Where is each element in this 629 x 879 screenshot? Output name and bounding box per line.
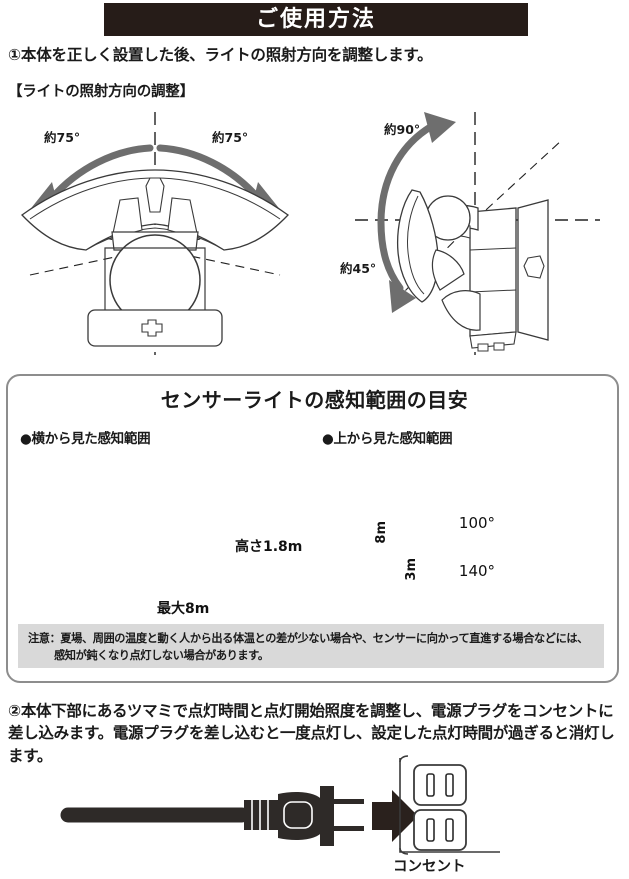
top-view-outer-angle-label: 100° [458,514,496,532]
outlet-label: コンセント [393,859,466,875]
caution-line-2: 感知が鈍くなり点灯しない場合があります。 [54,649,269,663]
angle-label-left-75: 約75° [44,130,81,145]
vertical-tilt-diagram [355,112,600,355]
top-view-inner-angle-label: 140° [458,562,496,580]
side-view-distance-label: 最大8m [157,601,210,617]
caution-line-1: 注意：夏場、周囲の温度と動く人から出る体温との差が少ない場合や、センサーに向かっ… [28,632,588,645]
step-2-text: ②本体下部にあるツマミで点灯時間と点灯開始照度を調整し、電源プラグをコンセントに… [8,702,615,765]
sensor-caution-note: 注意：夏場、周囲の温度と動く人から出る体温との差が少ない場合や、センサーに向かっ… [18,624,604,668]
top-view-outer-radius-label: 8m [374,521,389,544]
angle-label-right-75: 約75° [212,130,249,145]
page-title: ご使用方法 [255,6,376,32]
angle-label-up-90: 約90° [384,122,421,137]
sensor-range-title: センサーライトの感知範囲の目安 [160,388,469,412]
side-view-height-label: 高さ1.8m [235,539,303,555]
horizontal-swivel-diagram [21,112,289,355]
angle-label-down-45: 約45° [340,261,377,276]
step-1-text: ①本体を正しく設置した後、ライトの照射方向を調整します。 [8,46,433,64]
side-view-heading: ●横から見た感知範囲 [20,431,151,447]
plug-outlet-diagram [60,755,500,855]
top-view-heading: ●上から見た感知範囲 [322,431,453,447]
top-view-inner-radius-label: 3m [404,558,419,581]
page-header-band: ご使用方法 [104,3,528,36]
adjustment-section-heading: 【ライトの照射方向の調整】 [8,84,194,100]
